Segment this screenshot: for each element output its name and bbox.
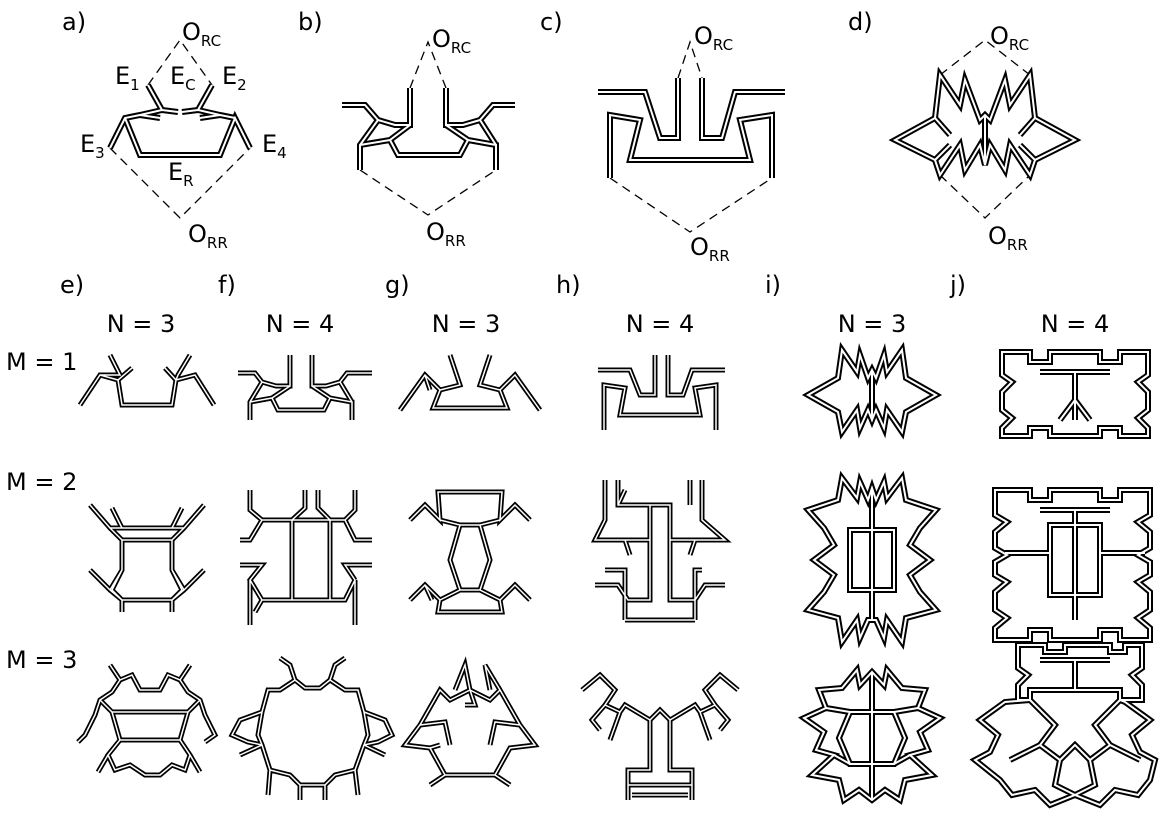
panel-label-j: j) [949, 271, 966, 299]
structure-f-m2 [240, 490, 372, 625]
unit-cell-d [895, 75, 1075, 175]
svg-text:ORR: ORR [988, 222, 1028, 254]
label-E2: E2 [222, 62, 247, 94]
row-m1 [80, 350, 1148, 436]
structure-h-m3 [582, 675, 738, 800]
column-header-g: N = 3 [432, 310, 501, 338]
unit-cell-a [110, 85, 250, 155]
row-label-m1: M = 1 [6, 348, 77, 376]
structure-e-m2 [90, 505, 204, 612]
grid-headers: e) f) g) h) i) j) N = 3 N = 4 N = 3 N = … [6, 271, 1109, 674]
column-header-j: N = 4 [1041, 310, 1110, 338]
panel-label-f: f) [218, 271, 236, 299]
structure-f-m3 [232, 658, 392, 800]
structure-g-m1 [400, 355, 540, 410]
label-E4: E4 [262, 130, 287, 162]
structure-h-m1 [598, 355, 725, 430]
structure-i-m1 [808, 350, 936, 432]
unit-cell-c [598, 78, 785, 178]
column-header-e: N = 3 [107, 310, 176, 338]
svg-text:ORR: ORR [690, 233, 730, 265]
panel-label-d: d) [848, 8, 873, 36]
svg-text:ORC: ORC [694, 22, 733, 54]
structure-g-m3 [405, 665, 535, 785]
label-origin-rc-c: ORC [694, 22, 733, 54]
structure-e-m1 [80, 355, 214, 405]
label-E3: E3 [80, 130, 105, 162]
svg-text:ORR: ORR [188, 220, 228, 252]
unit-cell-b [342, 88, 515, 170]
panel-d: d) ORC ORR [848, 8, 1075, 254]
panel-label-h: h) [556, 271, 581, 299]
svg-text:ORC: ORC [432, 25, 471, 57]
svg-text:E1: E1 [115, 62, 140, 94]
svg-text:E2: E2 [222, 62, 247, 94]
structure-g-m2 [410, 492, 530, 612]
row-label-m3: M = 3 [6, 646, 77, 674]
structure-i-m3 [804, 670, 940, 800]
panel-label-c: c) [540, 8, 563, 36]
label-origin-rr-d: ORR [988, 222, 1028, 254]
panel-label-a: a) [62, 8, 86, 36]
origin-rr-guide-b [360, 170, 496, 215]
structure-e-m3 [78, 665, 215, 775]
svg-text:E3: E3 [80, 130, 105, 162]
label-origin-rc-d: ORC [990, 22, 1029, 54]
svg-text:ORC: ORC [990, 22, 1029, 54]
structure-j-m2 [995, 490, 1150, 640]
structure-i-m2 [808, 478, 936, 642]
structure-j-m3 [975, 645, 1155, 805]
panel-a: a) E1 EC E2 E3 E4 ER ORC ORR [62, 8, 287, 252]
structure-j-m1 [1002, 352, 1148, 436]
label-origin-rr-c: ORR [690, 233, 730, 265]
label-ER: ER [168, 158, 194, 190]
label-origin-rc-b: ORC [432, 25, 471, 57]
column-header-h: N = 4 [626, 310, 695, 338]
svg-text:ORR: ORR [426, 218, 466, 250]
row-m2 [90, 478, 1150, 642]
svg-text:ORC: ORC [182, 18, 221, 50]
panel-label-g: g) [385, 271, 410, 299]
label-origin-rr-a: ORR [188, 220, 228, 252]
label-origin-rc-a: ORC [182, 18, 221, 50]
panel-label-i: i) [765, 271, 781, 299]
label-origin-rr-b: ORR [426, 218, 466, 250]
structure-h-m2 [595, 480, 725, 620]
row-m3 [78, 645, 1155, 805]
svg-text:EC: EC [170, 62, 196, 94]
row-label-m2: M = 2 [6, 468, 77, 496]
panel-label-b: b) [298, 8, 323, 36]
panel-c: c) ORC ORR [540, 8, 785, 265]
panel-label-e: e) [60, 271, 84, 299]
origin-rr-guide-d [940, 175, 1030, 218]
origin-rr-guide-c [610, 178, 772, 232]
panel-b: b) ORC ORR [298, 8, 515, 250]
label-EC: EC [170, 62, 196, 94]
svg-text:ER: ER [168, 158, 194, 190]
label-E1: E1 [115, 62, 140, 94]
column-header-i: N = 3 [838, 310, 907, 338]
column-header-f: N = 4 [266, 310, 335, 338]
svg-text:E4: E4 [262, 130, 287, 162]
structure-f-m1 [238, 355, 372, 420]
